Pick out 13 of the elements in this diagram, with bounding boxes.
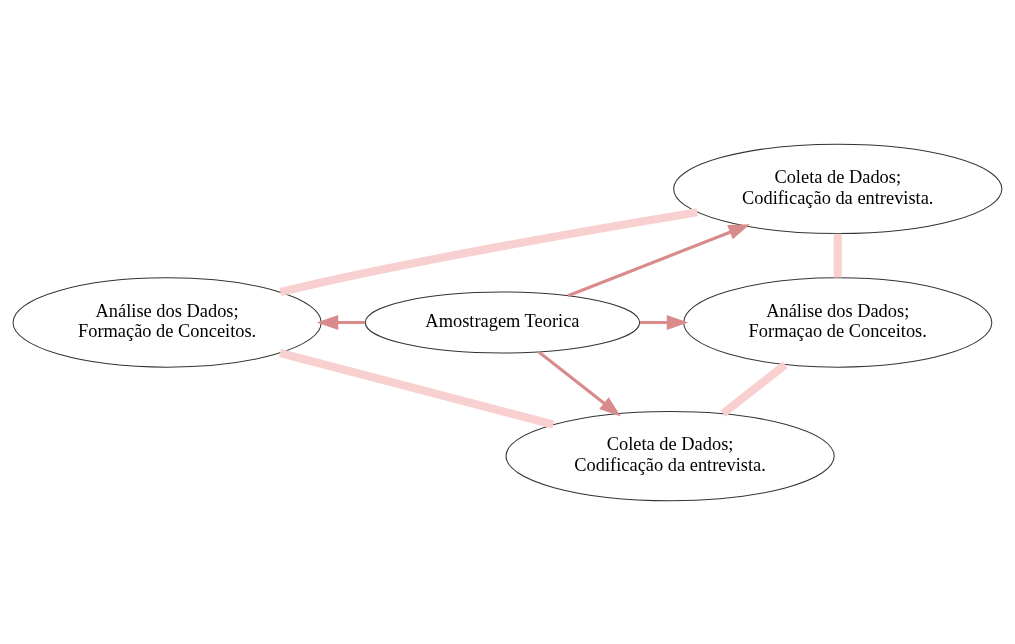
node-ellipse: Amostragem Teorica (364, 290, 641, 354)
connector (833, 233, 842, 277)
node-ellipse: Coleta de Dados; Codificação da entrevista. (673, 143, 1003, 234)
arrow (567, 223, 750, 297)
connector (720, 361, 788, 417)
arrow (639, 314, 689, 330)
node-ellipse: Análise dos Dados; Formação de Conceitos. (12, 276, 322, 368)
arrow (537, 350, 621, 416)
connector (279, 207, 698, 296)
node-ellipse: Coleta de Dados; Codificação da entrevista. (505, 410, 835, 501)
connector (278, 348, 555, 428)
arrow (316, 314, 365, 330)
node-ellipse: Análise dos Dados; Formaçao de Conceitos. (683, 276, 993, 368)
